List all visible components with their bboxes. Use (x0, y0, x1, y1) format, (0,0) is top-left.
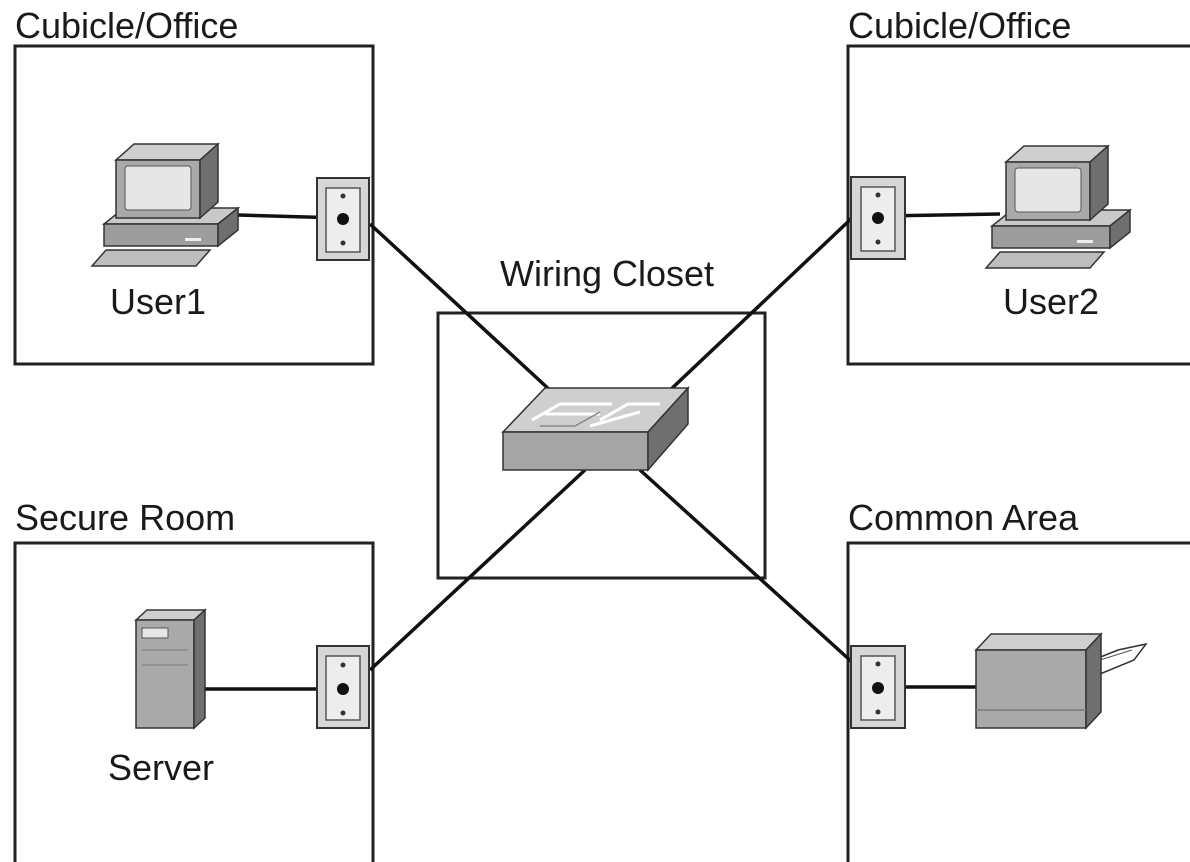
cable-user2-to-switch (666, 216, 854, 394)
user1-label: User1 (110, 281, 206, 322)
wall-jack-icon-bottom-right (850, 645, 906, 729)
user2-label: User2 (1003, 281, 1099, 322)
cable-server-to-switch (368, 468, 587, 672)
cable-printer-to-switch (638, 468, 854, 664)
workstation-icon-user2 (984, 144, 1133, 269)
cable-user1-to-switch (368, 222, 554, 394)
room-title-bottom-right: Common Area (848, 497, 1079, 538)
wall-jack-icon-bottom-left (316, 645, 370, 729)
printer-icon (974, 632, 1148, 730)
server-icon (134, 608, 207, 730)
room-title-top-right: Cubicle/Office (848, 5, 1071, 46)
room-title-bottom-left: Secure Room (15, 497, 235, 538)
server-label: Server (108, 747, 214, 788)
workstation-icon-user1 (90, 142, 241, 267)
wall-jack-icon-top-right (850, 176, 906, 260)
room-title-top-left: Cubicle/Office (15, 5, 238, 46)
wiring-closet-title: Wiring Closet (500, 253, 714, 294)
network-switch-icon (501, 386, 690, 473)
wall-jack-icon-top-left (316, 177, 370, 261)
